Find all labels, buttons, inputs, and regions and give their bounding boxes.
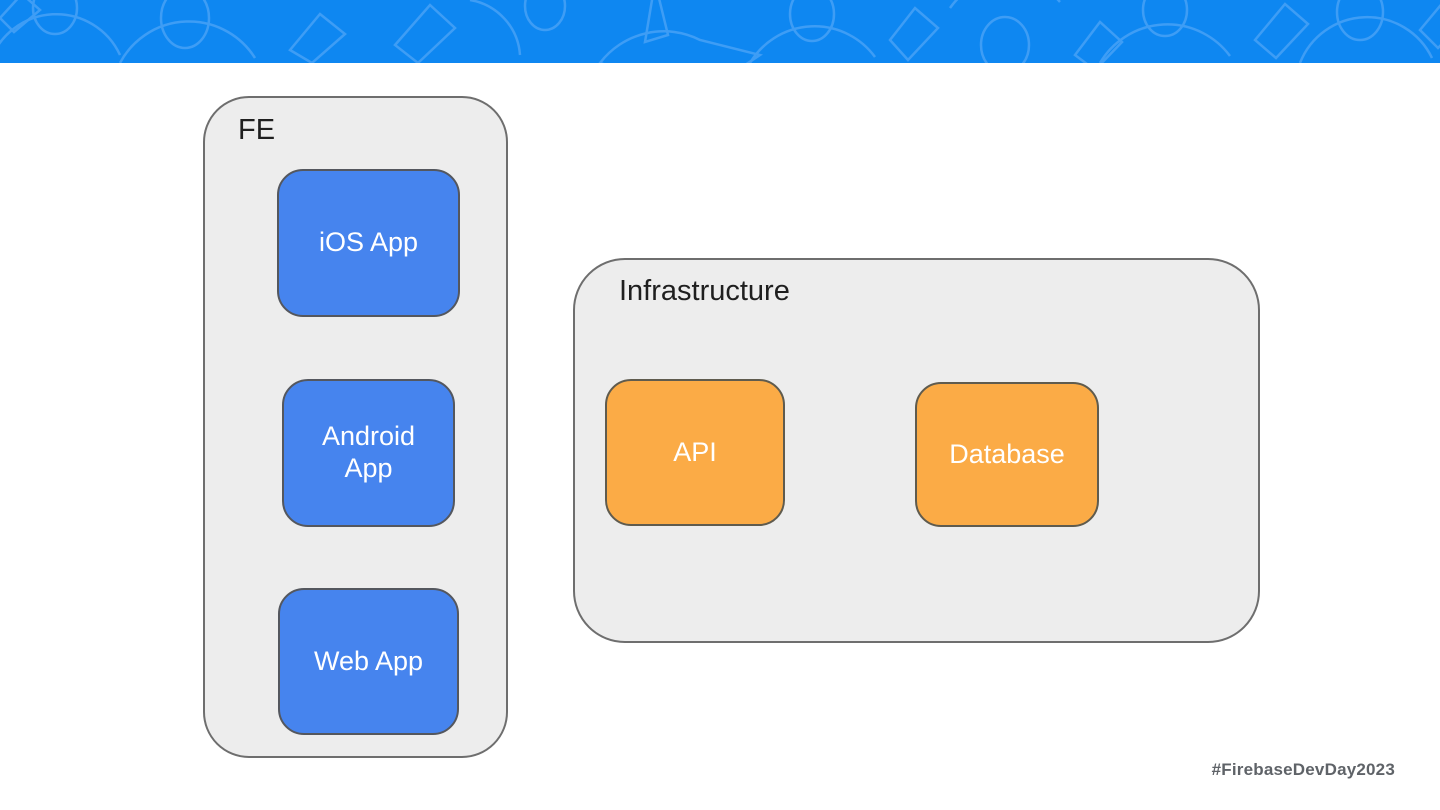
node-web-app-label: Web App	[313, 645, 424, 676]
node-android-app-label: Android App	[321, 421, 416, 483]
infrastructure-group-label: Infrastructure	[619, 275, 790, 307]
node-database: Database	[915, 382, 1099, 527]
node-database-label: Database	[949, 438, 1065, 469]
node-api: API	[605, 379, 785, 526]
header-pattern-icon	[0, 0, 1440, 63]
node-ios-app: iOS App	[277, 169, 460, 317]
footer-hashtag: #FirebaseDevDay2023	[1211, 760, 1395, 779]
node-api-label: API	[673, 436, 717, 467]
node-web-app: Web App	[278, 588, 459, 735]
node-ios-app-label: iOS App	[318, 227, 419, 258]
fe-group-label: FE	[238, 114, 276, 146]
infrastructure-group: Infrastructure API Database	[573, 258, 1260, 643]
header-band	[0, 0, 1440, 63]
fe-group: FE iOS App Android App Web App	[203, 96, 508, 758]
node-android-app: Android App	[282, 379, 455, 527]
